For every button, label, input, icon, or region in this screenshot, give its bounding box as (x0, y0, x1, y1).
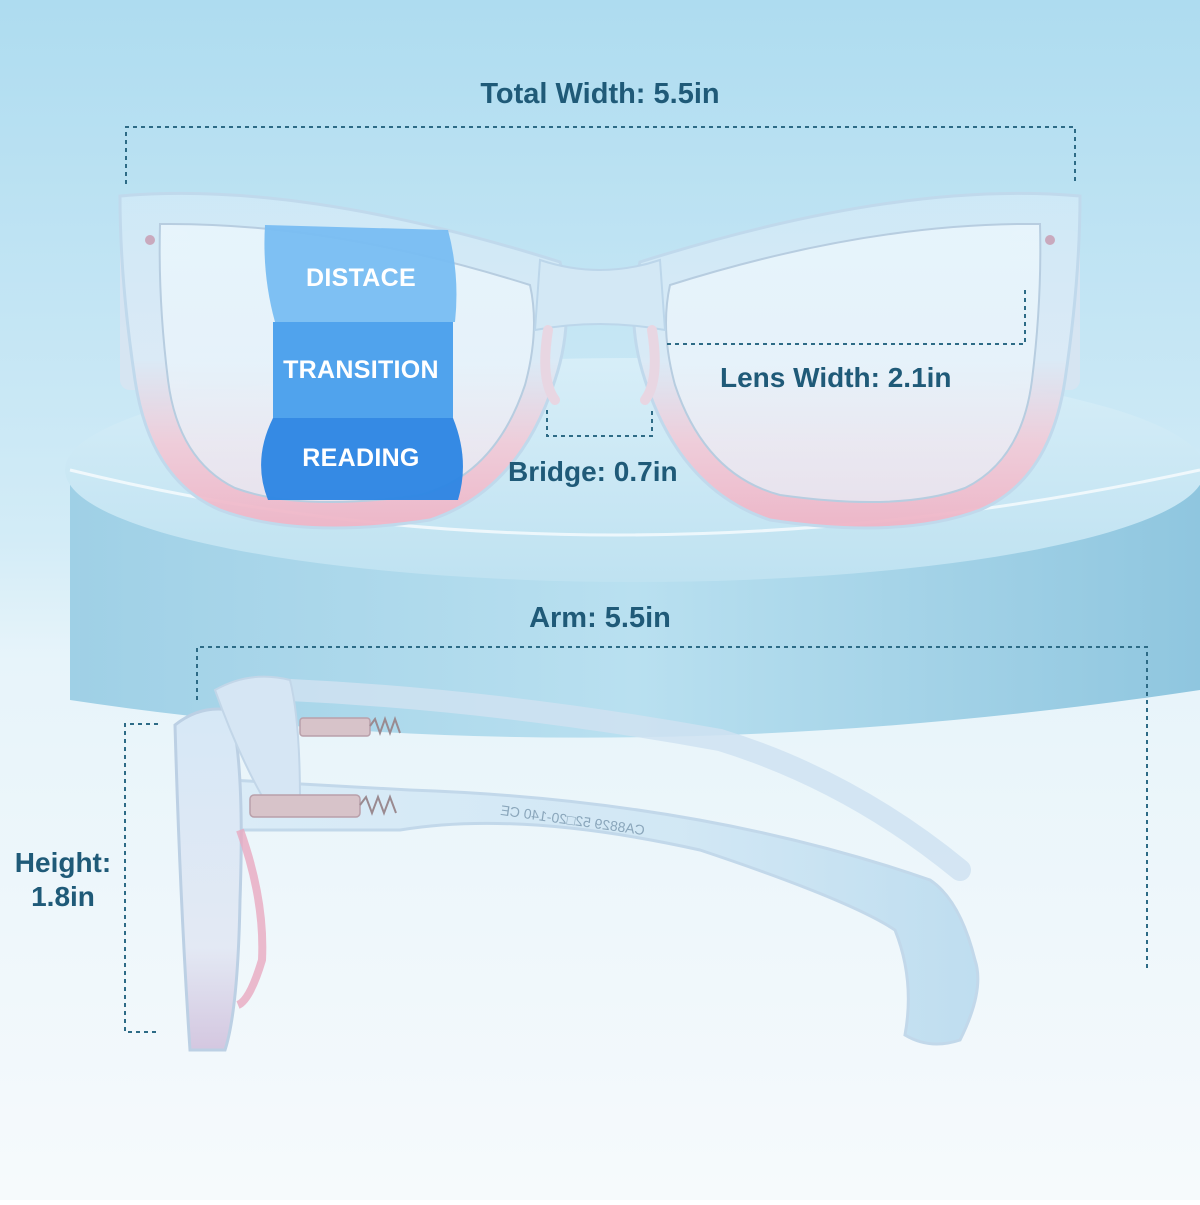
zone-reading-label: READING (302, 444, 420, 472)
zone-transition-label: TRANSITION (283, 356, 439, 384)
zone-distance-label: DISTACE (306, 264, 416, 292)
height-label: Height: 1.8in (8, 846, 118, 914)
bridge-label: Bridge: 0.7in (508, 456, 678, 487)
measurement-guides (124, 126, 1148, 1033)
total-width-label: Total Width: 5.5in (480, 78, 720, 110)
glasses-side-view (173, 675, 980, 1052)
height-label-value: 1.8in (31, 881, 95, 912)
arm-label: Arm: 5.5in (529, 602, 671, 634)
lens-zones-overlay (261, 225, 463, 500)
height-label-title: Height: (14, 847, 112, 878)
lens-width-label: Lens Width: 2.1in (720, 362, 952, 393)
